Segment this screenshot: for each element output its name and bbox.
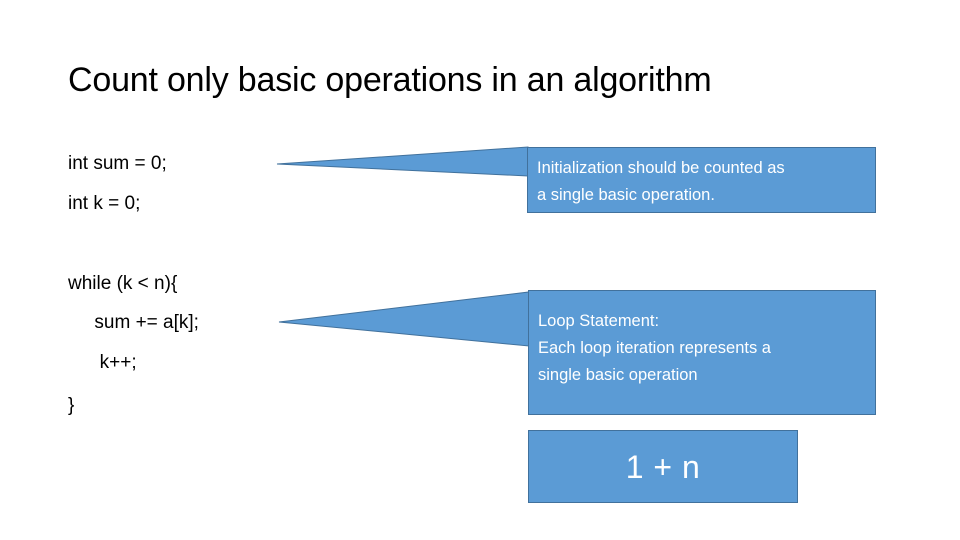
callout-initialization: Initialization should be counted as a si…	[527, 147, 876, 213]
callout-initialization-line-1: Initialization should be counted as	[537, 159, 785, 177]
code-line: sum += a[k];	[68, 312, 199, 333]
total-operations-box: 1 + n	[528, 430, 798, 503]
code-line: int k = 0;	[68, 193, 141, 214]
code-line: }	[68, 395, 75, 416]
total-operations-value: 1 + n	[625, 448, 701, 485]
page-title: Count only basic operations in an algori…	[68, 61, 712, 99]
callout-loop-line-2: Each loop iteration represents a	[538, 339, 771, 357]
callout-initialization-line-2: a single basic operation.	[537, 186, 715, 204]
code-line: k++;	[68, 352, 137, 373]
code-line: int sum = 0;	[68, 153, 167, 174]
callout-loop-statement: Loop Statement: Each loop iteration repr…	[528, 290, 876, 415]
callout-loop-line-1: Loop Statement:	[538, 312, 660, 330]
callout-pointer-initialization-icon	[276, 146, 529, 177]
callout-loop-statement-text: Loop Statement: Each loop iteration repr…	[538, 308, 869, 389]
code-line: while (k < n){	[68, 273, 178, 294]
callout-pointer-loop-icon	[278, 291, 530, 347]
callout-initialization-text: Initialization should be counted as a si…	[537, 155, 869, 209]
callout-loop-line-3: single basic operation	[538, 366, 698, 384]
